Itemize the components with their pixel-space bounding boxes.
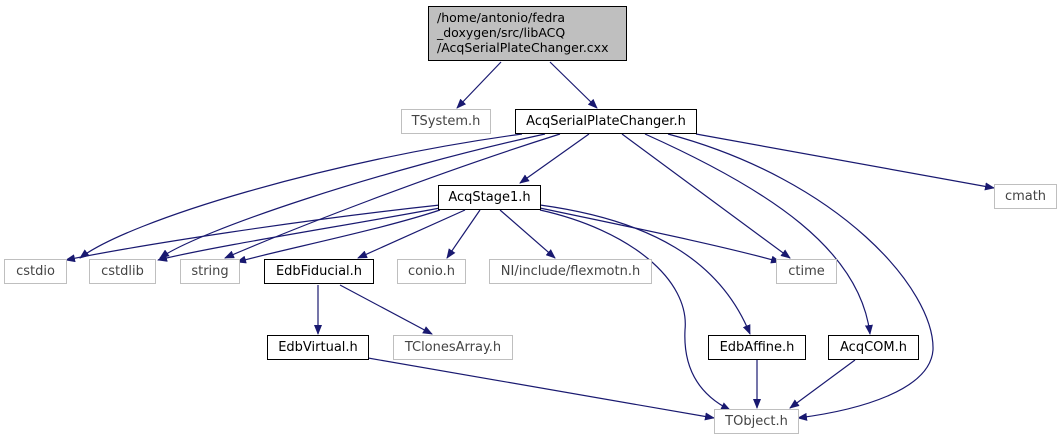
edge-acqstage1-string (236, 209, 441, 264)
edge-acqserial-cstdio (79, 133, 523, 259)
node-cstdio: cstdio (4, 259, 67, 284)
node-edbfiducial[interactable]: EdbFiducial.h (264, 259, 374, 284)
edge-acqstage1-tobject (539, 209, 731, 411)
node-edbvirtual[interactable]: EdbVirtual.h (267, 335, 369, 360)
node-acqstage1[interactable]: AcqStage1.h (438, 185, 541, 210)
node-tsystem: TSystem.h (401, 109, 491, 134)
node-acqcom[interactable]: AcqCOM.h (828, 335, 919, 360)
edge-acqcom-tobject (789, 359, 856, 409)
node-flexmotn: NI/include/flexmotn.h (489, 259, 652, 284)
edge-acqstage1-edbfiducial (357, 209, 466, 259)
edge-acqstage1-cstdio (65, 204, 441, 263)
edge-acqstage1-flexmotn (499, 209, 556, 259)
node-cmath: cmath (994, 184, 1057, 209)
root-line-1: /home/antonio/fedra (437, 10, 566, 25)
node-edbaffine[interactable]: EdbAffine.h (708, 335, 806, 360)
edge-edbvirtual-tobject (367, 357, 715, 421)
node-tclonesarray: TClonesArray.h (393, 335, 513, 360)
node-cstdlib: cstdlib (89, 259, 156, 284)
edge-acqserial-string (224, 133, 561, 259)
root-line-2: _doxygen/src/libACQ (437, 25, 566, 40)
edge-acqserial-acqstage1 (519, 133, 590, 184)
node-ctime: ctime (776, 259, 837, 284)
edge-acqserial-cstdlib (159, 133, 546, 259)
root-line-3: /AcqSerialPlateChanger.cxx (437, 40, 609, 55)
edge-acqstage1-conio (446, 209, 481, 259)
edge-acqserial-acqcom (644, 133, 873, 335)
edge-root-tsystem (456, 61, 502, 109)
node-conio: conio.h (397, 259, 466, 284)
edge-acqstage1-cstdlib (157, 207, 441, 262)
edge-acqstage1-ctime (539, 207, 781, 264)
edge-acqserial-ctime (621, 133, 791, 259)
node-acqserialplatechanger[interactable]: AcqSerialPlateChanger.h (515, 109, 697, 134)
root-node: /home/antonio/fedra _doxygen/src/libACQ … (428, 6, 627, 61)
edge-acqserial-cmath (695, 133, 995, 191)
edge-acqstage1-edbaffine (539, 204, 751, 335)
edge-edbfiducial-tclones (339, 284, 433, 335)
node-tobject: TObject.h (714, 409, 799, 434)
edge-root-acqserial (549, 61, 598, 109)
edge-acqserial-tobject (667, 133, 934, 421)
node-string: string (180, 259, 240, 284)
